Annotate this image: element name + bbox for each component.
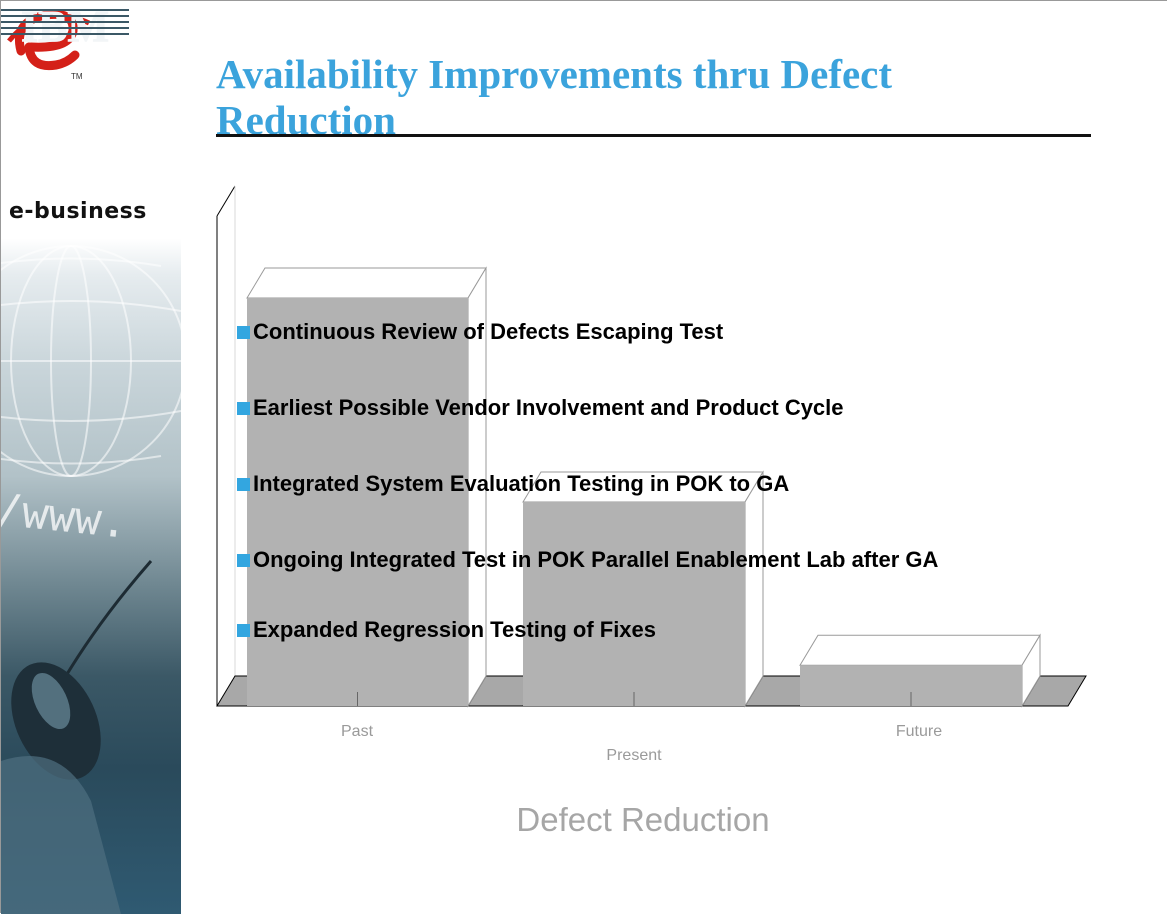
category-label: Present	[606, 747, 662, 764]
e-business-label: e-business	[9, 199, 147, 224]
bullet-item: Ongoing Integrated Test in POK Parallel …	[237, 547, 938, 573]
bullet-marker-icon	[237, 553, 250, 567]
globe-and-mouse-illustration: /www.	[1, 245, 181, 914]
bullet-item: Expanded Regression Testing of Fixes	[237, 617, 656, 643]
bullet-item: Integrated System Evaluation Testing in …	[237, 471, 789, 497]
x-axis-title: Defect Reduction	[516, 801, 770, 838]
title-underline	[216, 134, 1091, 137]
bullet-marker-icon	[237, 477, 250, 491]
ibm-logo-icon: IBM	[1, 2, 129, 47]
bullet-marker-icon	[237, 401, 250, 415]
bullet-item: Earliest Possible Vendor Involvement and…	[237, 395, 844, 421]
decorative-side-band: /www. TM e-business IBM	[1, 1, 181, 914]
svg-text:/www.: /www.	[1, 484, 130, 549]
category-label: Future	[895, 723, 943, 740]
bullet-marker-icon	[237, 325, 250, 339]
bar-present	[523, 502, 745, 706]
bar-past	[247, 298, 468, 706]
bar-top-face	[246, 267, 487, 299]
bar-top-face	[799, 634, 1041, 666]
bullet-marker-icon	[237, 623, 250, 637]
bullet-item: Continuous Review of Defects Escaping Te…	[237, 319, 723, 345]
trademark-mark: TM	[71, 72, 83, 81]
bar-side-face	[744, 470, 764, 708]
category-label: Past	[340, 723, 374, 740]
y-axis-depth-line	[216, 185, 236, 217]
